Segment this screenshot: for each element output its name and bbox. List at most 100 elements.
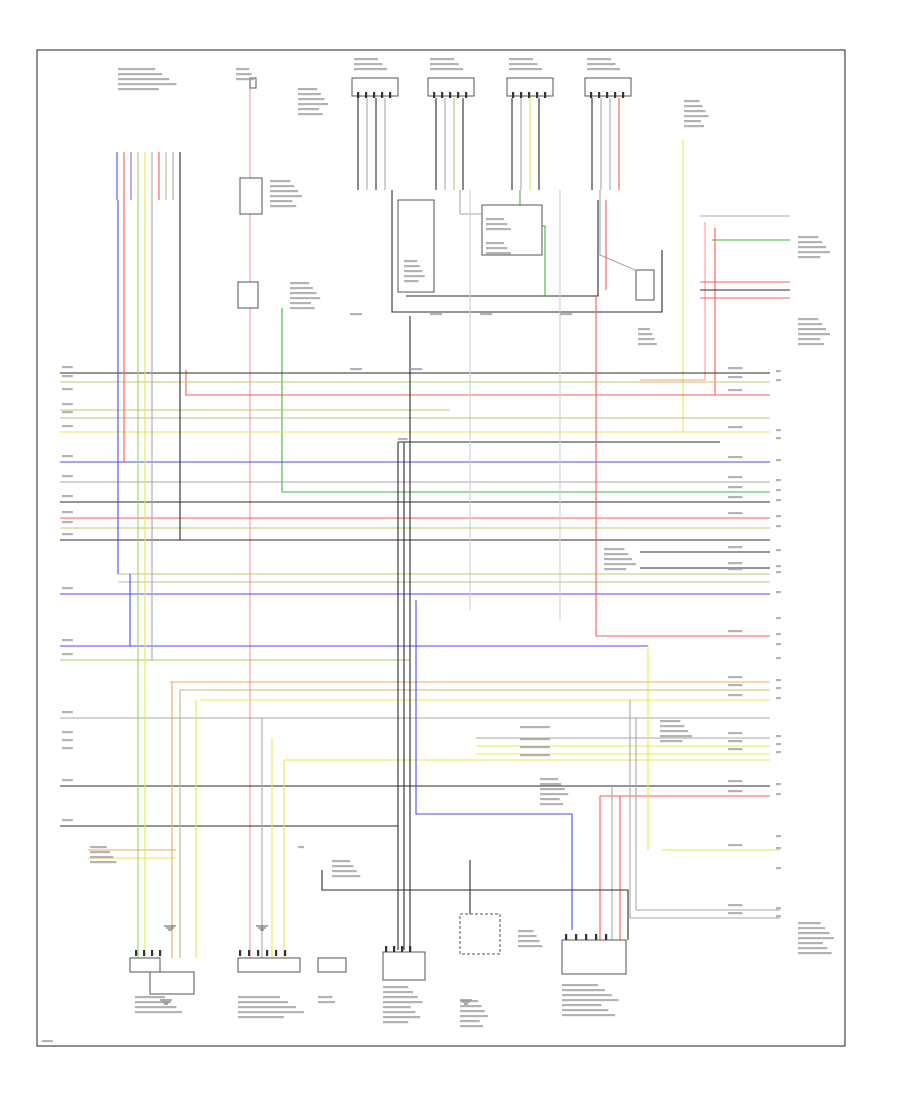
- annotation-mark-14: [298, 113, 323, 116]
- connector-pin-35: [565, 934, 568, 940]
- annotation-mark-170: [798, 922, 821, 925]
- annotation-mark-43: [290, 302, 312, 305]
- annotation-mark-77: [62, 455, 73, 458]
- wire-40: [391, 190, 663, 313]
- annotation-mark-120: [776, 459, 781, 462]
- annotation-mark-168: [540, 798, 560, 801]
- annotation-mark-36: [270, 195, 303, 198]
- annotation-mark-180: [520, 754, 550, 757]
- annotation-mark-107: [728, 694, 743, 697]
- annotation-mark-217: [90, 846, 107, 849]
- annotation-mark-188: [238, 1011, 304, 1014]
- annotation-mark-51: [798, 323, 823, 326]
- annotation-mark-224: [332, 875, 361, 878]
- annotation-mark-23: [509, 68, 543, 71]
- connector-pin-33: [401, 946, 404, 952]
- annotation-mark-158: [604, 568, 627, 571]
- annotation-mark-211: [562, 989, 605, 992]
- annotation-mark-193: [383, 991, 413, 994]
- connector-pin-5: [389, 92, 392, 98]
- connector-pin-39: [605, 934, 608, 940]
- annotation-mark-4: [118, 83, 177, 86]
- annotation-mark-137: [776, 735, 781, 738]
- annotation-mark-225: [298, 846, 304, 849]
- annotation-mark-222: [332, 865, 354, 868]
- annotation-mark-92: [728, 367, 743, 370]
- connector-pin-7: [441, 92, 444, 98]
- connector-pin-22: [143, 950, 146, 956]
- annotation-mark-142: [776, 835, 781, 838]
- annotation-mark-216: [562, 1014, 616, 1017]
- annotation-mark-96: [728, 456, 743, 459]
- annotation-mark-100: [728, 512, 743, 515]
- component-box-11: [129, 957, 161, 973]
- annotation-mark-218: [90, 851, 110, 854]
- annotation-mark-117: [776, 379, 781, 382]
- annotation-mark-148: [430, 313, 442, 316]
- connector-pin-4: [381, 92, 384, 98]
- annotation-mark-80: [62, 511, 73, 514]
- connector-pin-15: [544, 92, 547, 98]
- connector-pin-27: [257, 950, 260, 956]
- connector-pin-10: [465, 92, 468, 98]
- connector-pin-26: [248, 950, 251, 956]
- annotation-mark-197: [383, 1011, 416, 1014]
- annotation-mark-75: [62, 411, 73, 414]
- annotation-mark-22: [509, 63, 538, 66]
- annotation-mark-165: [540, 783, 562, 786]
- annotation-mark-223: [332, 870, 357, 873]
- annotation-mark-63: [486, 228, 511, 231]
- annotation-mark-58: [404, 270, 423, 273]
- annotation-mark-118: [776, 429, 781, 432]
- wire-103: [629, 700, 780, 919]
- annotation-mark-52: [798, 328, 827, 331]
- connector-pin-37: [585, 934, 588, 940]
- annotation-mark-99: [728, 496, 743, 499]
- annotation-mark-143: [776, 847, 781, 850]
- connector-pin-23: [151, 950, 154, 956]
- annotation-mark-153: [398, 438, 408, 441]
- annotation-mark-149: [480, 313, 492, 316]
- annotation-mark-160: [660, 725, 685, 728]
- annotation-mark-106: [728, 684, 743, 687]
- annotation-mark-16: [354, 63, 383, 66]
- annotation-mark-202: [518, 940, 540, 943]
- connector-pin-1: [357, 92, 360, 98]
- annotation-mark-166: [540, 788, 565, 791]
- annotation-mark-215: [562, 1009, 609, 1012]
- annotation-mark-207: [460, 1015, 489, 1018]
- annotation-mark-56: [404, 260, 418, 263]
- component-box-15: [382, 951, 426, 981]
- annotation-mark-152: [410, 368, 422, 371]
- annotation-mark-98: [728, 486, 743, 489]
- annotation-mark-205: [460, 1005, 482, 1008]
- annotation-mark-37: [270, 200, 293, 203]
- annotation-mark-157: [604, 563, 637, 566]
- connector-pin-29: [275, 950, 278, 956]
- annotation-mark-91: [62, 819, 73, 822]
- annotation-mark-194: [383, 996, 418, 999]
- connector-pin-20: [622, 92, 625, 98]
- wire-layer: [60, 88, 790, 960]
- annotation-mark-42: [290, 297, 321, 300]
- wire-108: [321, 870, 629, 940]
- annotation-mark-83: [62, 587, 73, 590]
- annotation-mark-46: [798, 241, 823, 244]
- annotation-mark-94: [728, 389, 743, 392]
- annotation-mark-26: [587, 68, 621, 71]
- annotation-mark-95: [728, 426, 743, 429]
- annotation-mark-181: [135, 996, 165, 999]
- annotation-mark-213: [562, 999, 619, 1002]
- annotation-mark-145: [776, 907, 781, 910]
- annotation-mark-175: [798, 947, 828, 950]
- label-layer: [42, 58, 834, 1043]
- annotation-mark-35: [270, 190, 299, 193]
- connector-pin-28: [266, 950, 269, 956]
- annotation-mark-127: [776, 565, 781, 568]
- annotation-mark-128: [776, 571, 781, 574]
- annotation-mark-122: [776, 489, 781, 492]
- ground-symbol-3: [256, 925, 268, 931]
- annotation-mark-28: [684, 105, 703, 108]
- annotation-mark-29: [684, 110, 706, 113]
